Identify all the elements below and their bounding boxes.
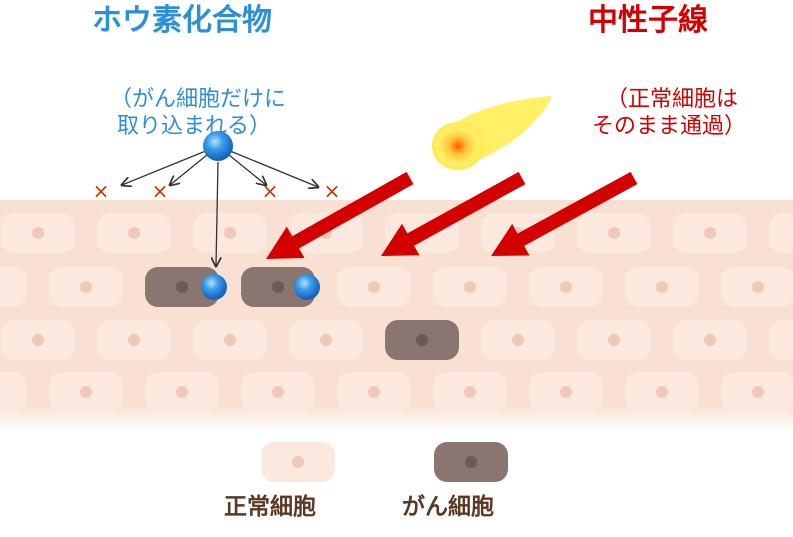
normal-cell-nucleus xyxy=(368,281,380,293)
normal-cell-nucleus xyxy=(464,281,476,293)
neutron-ray-arrow xyxy=(491,171,638,256)
neutron-ray-arrow xyxy=(381,171,526,256)
legend-cancer-cell-nucleus xyxy=(465,456,477,468)
boron-particle-in-cell xyxy=(294,274,320,300)
rejected-mark: × xyxy=(262,179,279,203)
neutron-note-line-1: （正常細胞は xyxy=(605,86,738,112)
normal-cell xyxy=(769,213,793,253)
normal-cell-nucleus xyxy=(32,334,44,346)
normal-cell-nucleus xyxy=(560,281,572,293)
boron-note-line-2: 取り込まれる） xyxy=(116,114,271,139)
normal-cell-nucleus xyxy=(80,386,92,398)
neutron-beam-title: 中性子線 xyxy=(588,3,708,38)
normal-cell-nucleus xyxy=(752,386,764,398)
legend-normal-cell-nucleus xyxy=(292,456,304,468)
normal-cell-nucleus xyxy=(32,227,44,239)
normal-cell-nucleus xyxy=(512,334,524,346)
normal-cell-nucleus xyxy=(80,281,92,293)
neutron-beam-note: （正常細胞はそのまま通過） xyxy=(578,58,746,168)
cancer-cell-nucleus xyxy=(416,334,428,346)
normal-cell xyxy=(0,372,27,412)
normal-cell-nucleus xyxy=(224,334,236,346)
legend-normal-cell-label: 正常細胞 xyxy=(224,494,316,520)
boron-compound-note: （がん細胞だけに取り込まれる） xyxy=(82,58,286,168)
boron-compound-particle xyxy=(203,131,233,161)
normal-cell-nucleus xyxy=(608,227,620,239)
normal-cell-nucleus xyxy=(128,334,140,346)
normal-cell-nucleus xyxy=(656,281,668,293)
cancer-cell-nucleus xyxy=(176,281,188,293)
boron-dispersal-arrow xyxy=(122,145,219,185)
neutron-note-line-2: そのまま通過） xyxy=(592,114,747,139)
normal-cell-nucleus xyxy=(128,227,140,239)
normal-cell-nucleus xyxy=(704,334,716,346)
boron-note-line-1: （がん細胞だけに xyxy=(109,86,286,112)
normal-cell-nucleus xyxy=(272,386,284,398)
neutron-beam-source xyxy=(432,122,484,170)
boron-particle-in-cell xyxy=(201,274,227,300)
boron-compound-title: ホウ素化合物 xyxy=(92,3,272,38)
normal-cell-nucleus xyxy=(704,227,716,239)
rejected-mark: × xyxy=(152,179,169,203)
normal-cell-nucleus xyxy=(176,386,188,398)
normal-cell-nucleus xyxy=(608,334,620,346)
normal-cell-nucleus xyxy=(320,334,332,346)
rejected-mark: × xyxy=(93,179,110,203)
normal-cell xyxy=(0,267,27,307)
tissue-cells xyxy=(0,213,793,412)
boron-dispersal-arrow xyxy=(217,145,318,187)
normal-cell-nucleus xyxy=(224,227,236,239)
normal-cell-nucleus xyxy=(368,386,380,398)
boron-uptake-arrow xyxy=(216,161,218,266)
normal-cell-nucleus xyxy=(560,386,572,398)
normal-cell-nucleus xyxy=(752,281,764,293)
normal-cell-nucleus xyxy=(656,386,668,398)
legend-cancer-cell-label: がん細胞 xyxy=(402,494,494,520)
normal-cell xyxy=(769,320,793,360)
cancer-cell-nucleus xyxy=(272,281,284,293)
rejected-mark: × xyxy=(324,179,341,203)
neutron-ray-arrow xyxy=(266,171,414,259)
normal-cell-nucleus xyxy=(464,386,476,398)
